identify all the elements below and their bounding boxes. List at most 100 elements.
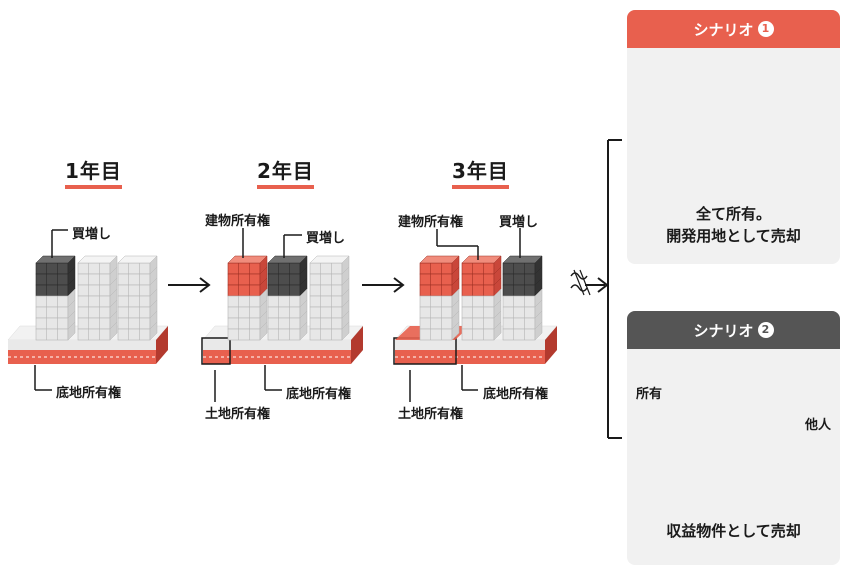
scenario-1-header: シナリオ 1: [627, 10, 840, 48]
stage3-tower-2-row-6: [461, 328, 495, 341]
scenario-1-number: 1: [757, 21, 774, 37]
stage3-land-label: 土地所有権: [398, 407, 464, 422]
stage3-tower-1-row-1: [419, 273, 453, 286]
stage2-tower-2-row-4: [267, 306, 301, 319]
stage3-tower-1-row-2: [419, 284, 453, 297]
stage3-tower-2-row-1: [461, 273, 495, 286]
scenario-2-title: シナリオ: [693, 321, 754, 340]
stage1-tower-3-side-6: [149, 321, 158, 341]
stage1-tower-1-row-4: [35, 306, 69, 319]
scenario-1-caption-2: 開発用地として売却: [666, 227, 801, 245]
stage3-base-front-upper: [395, 340, 545, 350]
stage2-tower-2-row-2: [267, 284, 301, 297]
year-2-underline: [257, 185, 314, 189]
stage2-tower-3-row-1: [309, 273, 343, 286]
stage3-base-label: 底地所有権: [483, 387, 549, 402]
stage1-tower-1-row-0: [35, 262, 69, 275]
stage1-tower-3-row-6: [117, 328, 151, 341]
stage3-tower-2-top: [461, 255, 502, 264]
stage1-base-front-upper: [8, 340, 156, 350]
break-mark: [570, 272, 588, 292]
stage1-tower-3-row-1: [117, 273, 151, 286]
stage2-tower-2-row-6: [267, 328, 301, 341]
stage1-base-side: [156, 326, 168, 364]
arrow-1-head: [199, 277, 211, 293]
stage2-tower-1-row-5: [227, 317, 261, 330]
stage2-tower-1-top: [227, 255, 268, 264]
stage1-tower-2-row-2: [77, 284, 111, 297]
stage3-building-label: 建物所有権: [398, 215, 464, 230]
stage1-tower-1-row-5: [35, 317, 69, 330]
stage1-tower-1-top: [35, 255, 76, 264]
stage1-tower-2-row-5: [77, 317, 111, 330]
scenario-2-card: シナリオ 2 収益物件として売却: [627, 311, 840, 565]
stage2-base-side: [351, 326, 363, 364]
stage2-base-label: 底地所有権: [286, 387, 352, 402]
scenario-2-own-label: 所有: [636, 387, 663, 402]
stage2-tower-2-row-3: [267, 295, 301, 308]
scenario-2-caption: 収益物件として売却: [666, 522, 801, 540]
scenario-2-header: シナリオ 2: [627, 311, 840, 349]
stage1-tower-2-row-4: [77, 306, 111, 319]
stage1-base-label: 底地所有権: [56, 386, 122, 401]
stage1-tower-3-top: [117, 255, 158, 264]
stage1-buy-label: 買増し: [72, 227, 112, 242]
stage3-tower-1-row-3: [419, 295, 453, 308]
stage2-tower-1-side-6: [259, 321, 268, 341]
scenario-1-caption-1: 全て所有。: [695, 205, 771, 223]
stage1-tower-3-row-0: [117, 262, 151, 275]
stage2-tower-3-top: [309, 255, 350, 264]
stage2-tower-3-side-6: [341, 321, 350, 341]
stage3-tower-1-row-0: [419, 262, 453, 275]
stage3-tower-2-row-0: [461, 262, 495, 275]
scenario-1-title: シナリオ: [693, 20, 754, 39]
scenario-1-card: シナリオ 1 全て所有。 開発用地として売却: [627, 10, 840, 264]
stage2-tower-1-row-3: [227, 295, 261, 308]
stage3-tower-1-row-4: [419, 306, 453, 319]
stage2-tower-1-row-2: [227, 284, 261, 297]
stage1-tower-2-row-6: [77, 328, 111, 341]
stage2-tower-1-row-0: [227, 262, 261, 275]
arrow-2-head: [393, 277, 405, 293]
year-3-underline: [452, 185, 509, 189]
stage3-tower-2-row-5: [461, 317, 495, 330]
stage2-tower-2-side-6: [299, 321, 308, 341]
stage3-tower-1-side-6: [451, 321, 460, 341]
stage3-tower-2-row-3: [461, 295, 495, 308]
stage2-building-label: 建物所有権: [205, 214, 271, 229]
year-2-heading: 2年目: [257, 159, 314, 183]
stage1-tower-3-row-5: [117, 317, 151, 330]
stage1-tower-1-side-6: [67, 321, 76, 341]
stage1-tower-2-top: [77, 255, 118, 264]
stage2-tower-3-row-3: [309, 295, 343, 308]
stage2-tower-3-row-2: [309, 284, 343, 297]
stage1-tower-2-row-3: [77, 295, 111, 308]
stage3-buy-label: 買増し: [499, 215, 539, 230]
stage2-tower-3-row-5: [309, 317, 343, 330]
year-1-underline: [65, 185, 122, 189]
stage3-tower-3-row-6: [502, 328, 536, 341]
stage3-tower-3-side-6: [534, 321, 543, 341]
stage2-tower-3-row-6: [309, 328, 343, 341]
stage2-base-front-upper: [203, 340, 351, 350]
stage1-tower-2-row-0: [77, 262, 111, 275]
stage2-tower-2-row-5: [267, 317, 301, 330]
year-3-heading: 3年目: [452, 159, 509, 183]
break-slashes: [573, 269, 591, 296]
stage3-tower-2-side-6: [493, 321, 502, 341]
stage1-tower-1-row-1: [35, 273, 69, 286]
scenario-2-other-label: 他人: [805, 418, 832, 433]
stage1-tower-2-side-6: [109, 321, 118, 341]
stage3-tower-3-row-2: [502, 284, 536, 297]
stage2-tower-1-row-6: [227, 328, 261, 341]
stage3-tower-2-row-4: [461, 306, 495, 319]
stage3-tower-3-row-3: [502, 295, 536, 308]
stage1-tower-1-row-3: [35, 295, 69, 308]
stage3-tower-1-top: [419, 255, 460, 264]
stage2-land-label: 土地所有権: [205, 407, 271, 422]
stage2-tower-2-row-0: [267, 262, 301, 275]
stage3-tower-3-row-4: [502, 306, 536, 319]
stage2-tower-2-row-1: [267, 273, 301, 286]
stage1-tower-3-row-2: [117, 284, 151, 297]
